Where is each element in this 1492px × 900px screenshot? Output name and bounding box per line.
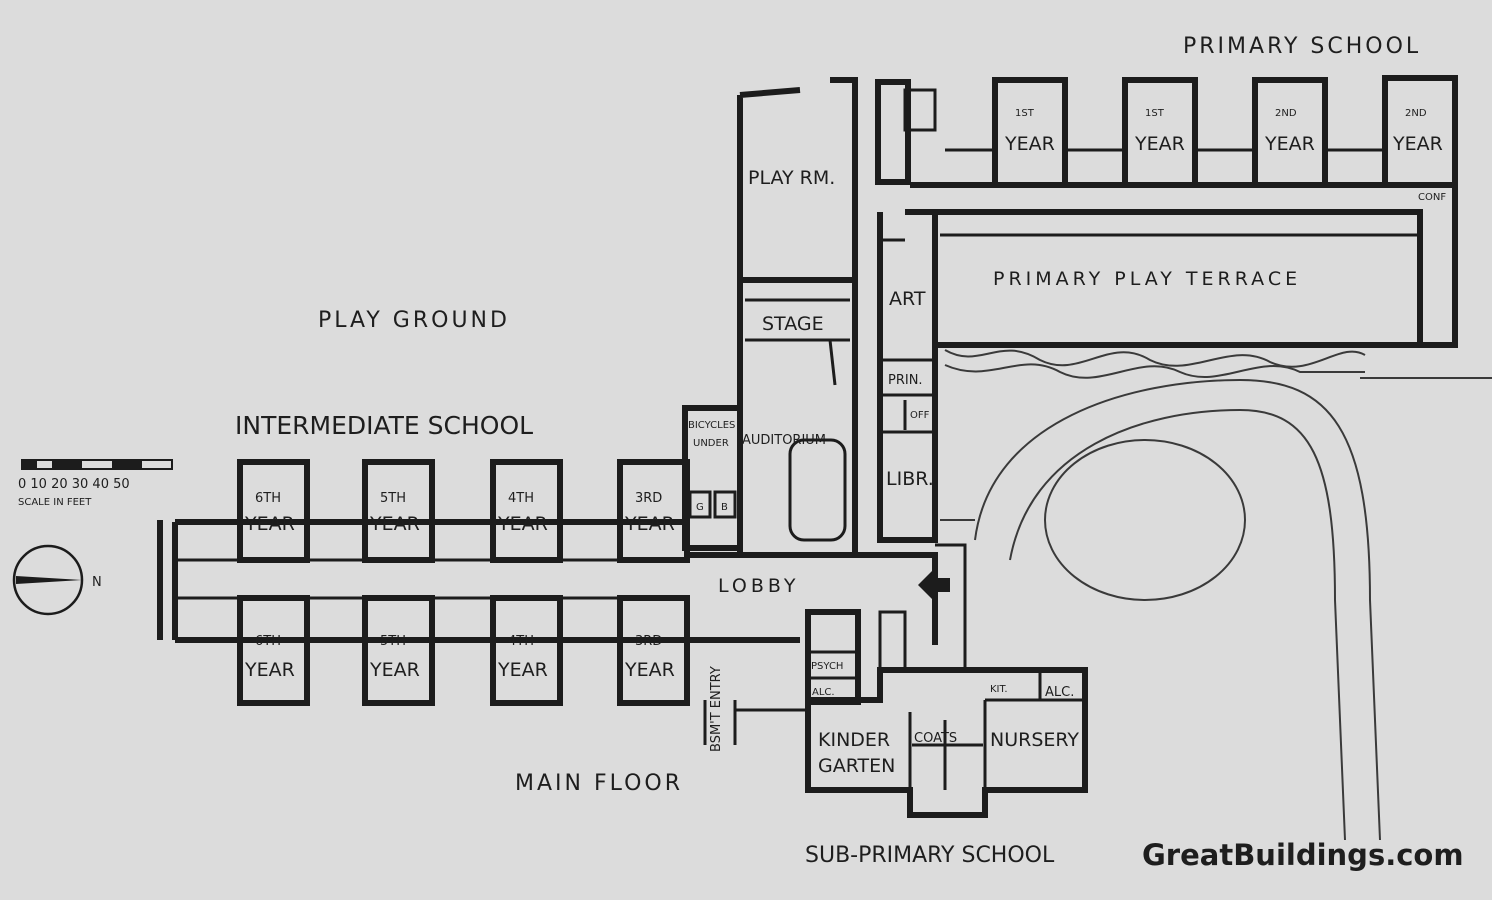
- intermediate-top-classroom-2: 5TH YEAR: [369, 491, 420, 535]
- auditorium-label: AUDITORIUM: [742, 433, 826, 448]
- libr-label: LIBR.: [886, 468, 934, 490]
- primary-classroom-1: 1ST YEAR: [1004, 108, 1055, 155]
- sub-primary-school-label: SUB-PRIMARY SCHOOL: [805, 843, 1055, 868]
- off-label: OFF: [910, 410, 930, 421]
- play-room-label: PLAY RM.: [748, 167, 835, 189]
- room-ordinal: 2ND: [1405, 108, 1427, 119]
- room-ordinal: 6TH: [255, 634, 281, 649]
- driveway: [940, 377, 1492, 841]
- room-word: YEAR: [1264, 133, 1315, 155]
- g-label: G: [696, 502, 704, 513]
- primary-classroom-3: 2ND YEAR: [1264, 108, 1315, 155]
- room-ordinal: 3RD: [635, 634, 662, 649]
- intermediate-bottom-classroom-1: 6TH YEAR: [244, 634, 295, 681]
- sub-primary-block: [805, 609, 1088, 818]
- intermediate-top-classroom-4: 3RD YEAR: [624, 491, 675, 535]
- room-ordinal: 2ND: [1275, 108, 1297, 119]
- scale-caption: SCALE IN FEET: [18, 497, 92, 508]
- stage-label: STAGE: [762, 313, 824, 335]
- alc-nursery-label: ALC.: [1045, 685, 1074, 700]
- garten-label: GARTEN: [818, 755, 895, 777]
- room-ordinal: 1ST: [1015, 108, 1035, 119]
- under-label: UNDER: [693, 438, 729, 449]
- room-word: YEAR: [244, 659, 295, 681]
- coats-label: COATS: [914, 731, 957, 746]
- play-ground-label: PLAY GROUND: [318, 308, 510, 333]
- psych-label: PSYCH: [811, 661, 843, 672]
- primary-school-wing: [875, 75, 1458, 379]
- kit-label: KIT.: [990, 684, 1008, 695]
- central-block: [682, 77, 967, 745]
- room-word: YEAR: [497, 513, 548, 535]
- room-word: YEAR: [624, 659, 675, 681]
- bicycles-label: BICYCLES: [688, 420, 735, 431]
- main-floor-label: MAIN FLOOR: [515, 771, 683, 796]
- watermark: GreatBuildings.com: [1142, 838, 1464, 872]
- primary-play-terrace-label: PRIMARY PLAY TERRACE: [993, 268, 1301, 290]
- prin-label: PRIN.: [888, 373, 923, 388]
- intermediate-bottom-classroom-3: 4TH YEAR: [497, 634, 548, 681]
- room-word: YEAR: [369, 659, 420, 681]
- b-label: B: [721, 502, 728, 513]
- primary-classroom-4: 2ND YEAR: [1392, 108, 1443, 155]
- intermediate-bottom-classroom-2: 5TH YEAR: [369, 634, 420, 681]
- room-word: YEAR: [369, 513, 420, 535]
- intermediate-bottom-classroom-4: 3RD YEAR: [624, 634, 675, 681]
- room-word: YEAR: [497, 659, 548, 681]
- room-ordinal: 3RD: [635, 491, 662, 506]
- art-label: ART: [889, 288, 926, 310]
- intermediate-school-label: INTERMEDIATE SCHOOL: [235, 411, 533, 440]
- room-ordinal: 4TH: [508, 491, 534, 506]
- room-ordinal: 4TH: [508, 634, 534, 649]
- kinder-label: KINDER: [818, 729, 890, 751]
- scale-bar: 0 10 20 30 40 50 SCALE IN FEET: [18, 459, 173, 508]
- scale-ticks: 0 10 20 30 40 50: [18, 477, 130, 492]
- primary-classroom-2: 1ST YEAR: [1134, 108, 1185, 155]
- entrance-arrow-icon: [918, 568, 950, 602]
- room-ordinal: 6TH: [255, 491, 281, 506]
- room-word: YEAR: [244, 513, 295, 535]
- conf-label: CONF: [1418, 192, 1446, 203]
- intermediate-top-classroom-3: 4TH YEAR: [497, 491, 548, 535]
- intermediate-wing: [157, 459, 690, 706]
- room-word: YEAR: [624, 513, 675, 535]
- primary-school-label: PRIMARY SCHOOL: [1183, 34, 1421, 59]
- room-ordinal: 1ST: [1145, 108, 1165, 119]
- nursery-label: NURSERY: [990, 729, 1079, 751]
- drive-island: [1044, 439, 1246, 601]
- north-arrow-icon: N: [12, 544, 102, 616]
- room-word: YEAR: [1392, 133, 1443, 155]
- alc-kinder-label: ALC.: [812, 687, 835, 698]
- room-ordinal: 5TH: [380, 491, 406, 506]
- lobby-label: LOBBY: [718, 575, 800, 597]
- room-word: YEAR: [1134, 133, 1185, 155]
- intermediate-top-classroom-1: 6TH YEAR: [244, 491, 295, 535]
- bsmt-entry-label: BSM'T ENTRY: [709, 666, 724, 752]
- north-label: N: [92, 575, 102, 590]
- room-ordinal: 5TH: [380, 634, 406, 649]
- room-word: YEAR: [1004, 133, 1055, 155]
